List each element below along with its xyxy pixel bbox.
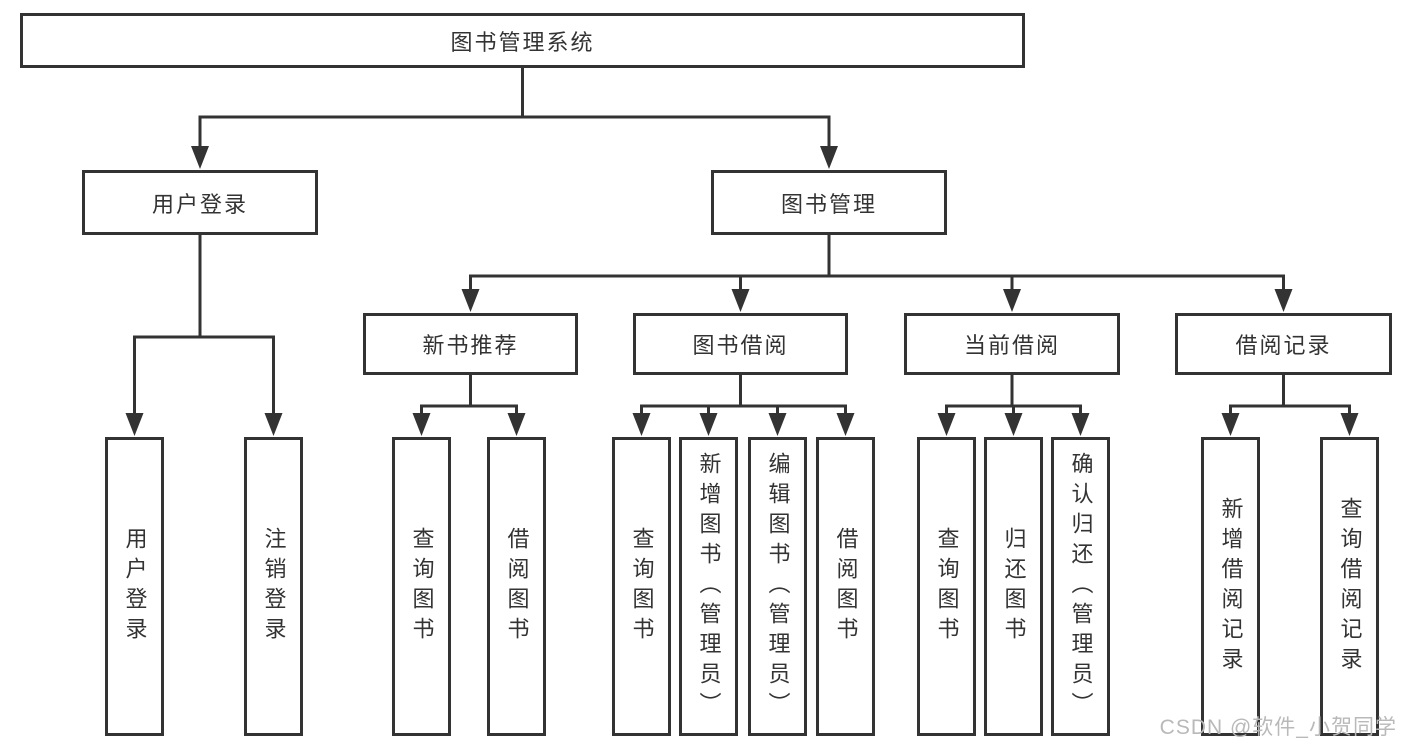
node-leaf-add-borrow-record: 新增借阅记录 bbox=[1201, 437, 1260, 736]
node-leaf-return-books: 归还图书 bbox=[984, 437, 1043, 736]
leaf-label: 编辑图书（管理员） bbox=[765, 451, 791, 722]
leaf-label: 借阅图书 bbox=[504, 526, 530, 647]
node-borrowing-records: 借阅记录 bbox=[1175, 313, 1392, 375]
node-leaf-borrow-books: 借阅图书 bbox=[487, 437, 546, 736]
node-leaf-logout: 注销登录 bbox=[244, 437, 303, 736]
node-new-book-recommendation: 新书推荐 bbox=[363, 313, 578, 375]
node-leaf-borrow-books: 借阅图书 bbox=[816, 437, 875, 736]
leaf-label: 借阅图书 bbox=[833, 526, 859, 647]
node-leaf-edit-books-admin: 编辑图书（管理员） bbox=[748, 437, 807, 736]
node-leaf-query-borrow-record: 查询借阅记录 bbox=[1320, 437, 1379, 736]
leaf-label: 注销登录 bbox=[261, 526, 287, 647]
leaf-label: 归还图书 bbox=[1001, 526, 1027, 647]
node-leaf-query-books: 查询图书 bbox=[392, 437, 451, 736]
leaf-label: 查询借阅记录 bbox=[1337, 496, 1363, 677]
leaf-label: 确认归还（管理员） bbox=[1068, 451, 1094, 722]
leaf-label: 查询图书 bbox=[409, 526, 435, 647]
node-leaf-confirm-return-admin: 确认归还（管理员） bbox=[1051, 437, 1110, 736]
leaf-label: 新增图书（管理员） bbox=[696, 451, 722, 722]
leaf-label: 查询图书 bbox=[934, 526, 960, 647]
leaf-label: 新增借阅记录 bbox=[1218, 496, 1244, 677]
node-book-management: 图书管理 bbox=[711, 170, 947, 235]
node-book-borrowing: 图书借阅 bbox=[633, 313, 848, 375]
arrowheads bbox=[125, 146, 1359, 436]
node-leaf-add-books-admin: 新增图书（管理员） bbox=[679, 437, 738, 736]
node-leaf-user-login: 用户登录 bbox=[105, 437, 164, 736]
leaf-label: 查询图书 bbox=[629, 526, 655, 647]
node-user-login: 用户登录 bbox=[82, 170, 318, 235]
node-leaf-query-books: 查询图书 bbox=[612, 437, 671, 736]
node-current-borrowing: 当前借阅 bbox=[904, 313, 1120, 375]
node-library-management-system: 图书管理系统 bbox=[20, 13, 1025, 68]
leaf-label: 用户登录 bbox=[122, 526, 148, 647]
connector-path bbox=[133, 66, 1351, 421]
node-leaf-query-books: 查询图书 bbox=[917, 437, 976, 736]
watermark-csdn: CSDN @软件_小贺同学 bbox=[1159, 716, 1397, 739]
